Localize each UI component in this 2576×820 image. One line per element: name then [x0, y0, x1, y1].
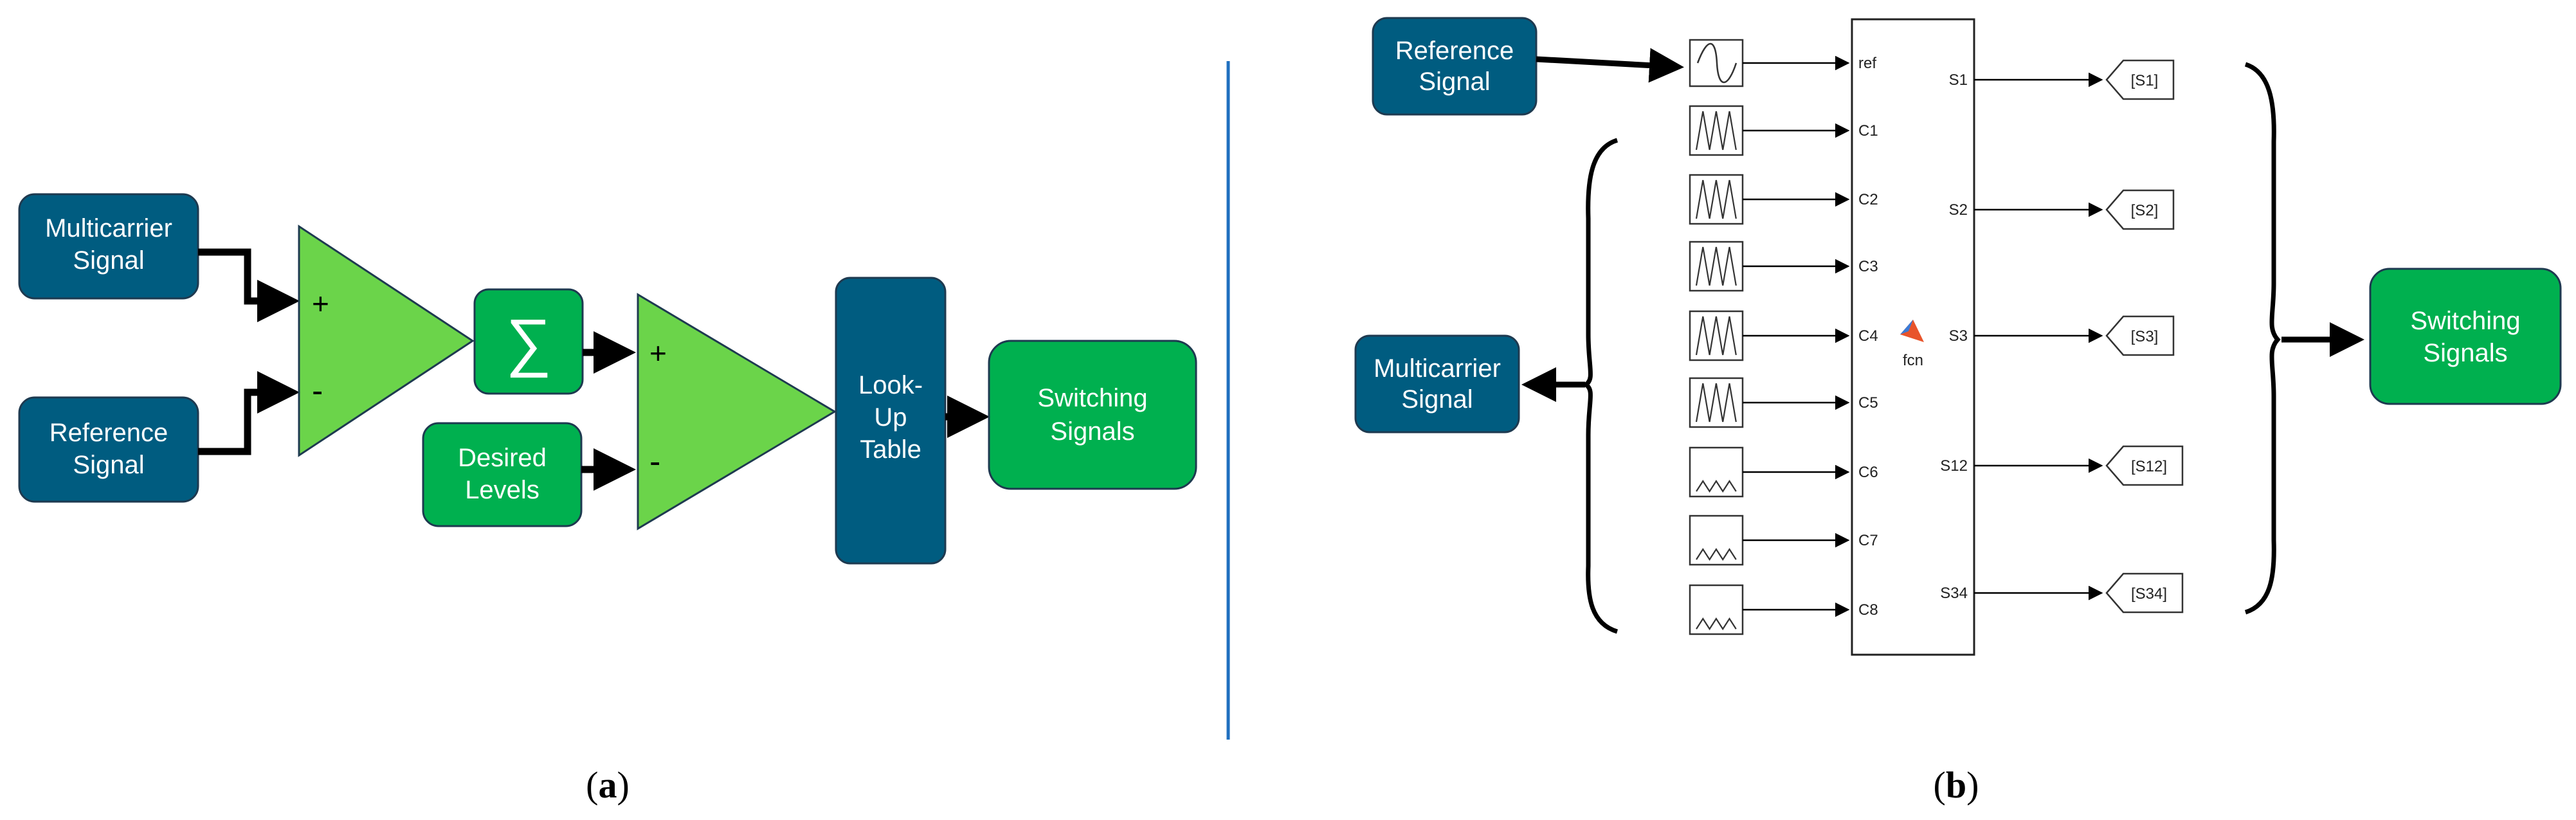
- summation-block: ∑: [473, 288, 584, 395]
- amplifier-2: + -: [637, 293, 837, 531]
- caption-a: (a): [586, 764, 630, 806]
- lut-label-line1: Look-: [858, 371, 923, 399]
- desired-label-line1: Desired: [458, 444, 547, 472]
- input-connectors: [1743, 55, 1850, 617]
- carrier-block: [1689, 310, 1744, 361]
- multicarrier-label-b-line1: Multicarrier: [1374, 354, 1501, 383]
- multicarrier-signal-block-b: Multicarrier Signal: [1354, 334, 1520, 433]
- goto-tag-label: [S2]: [2131, 202, 2159, 219]
- goto-tag-block: [S12]: [2105, 445, 2184, 486]
- reference-label-b-line2: Signal: [1419, 68, 1490, 96]
- amp2-plus-sign: +: [649, 336, 667, 370]
- goto-tag-label: [S1]: [2131, 72, 2159, 89]
- goto-tag-label: [S3]: [2131, 328, 2159, 345]
- multicarrier-label-a-line2: Signal: [73, 246, 144, 275]
- reference-label-a-line1: Reference: [50, 419, 168, 447]
- carrier-block: [1689, 174, 1744, 225]
- switching-label-b-line2: Signals: [2423, 339, 2507, 367]
- goto-tag-block: [S2]: [2105, 189, 2175, 230]
- output-port-label: S3: [1949, 327, 1968, 345]
- goto-tag-label: [S34]: [2131, 585, 2167, 603]
- goto-tag-block: [S1]: [2105, 59, 2175, 100]
- right-curly-brace: [2244, 62, 2281, 615]
- switching-signals-block-b: Switching Signals: [2369, 268, 2562, 405]
- input-port-label: C1: [1858, 122, 1878, 140]
- lut-label-line3: Table: [860, 435, 921, 464]
- output-ports: S1 [S1] S2 [S2] S3 [S3] S12 [S12] S34 [S34]: [1940, 59, 2184, 614]
- sine-source-block: [1689, 39, 1744, 87]
- reference-signal-block-a: Reference Signal: [18, 396, 199, 503]
- carrier-block: [1689, 584, 1744, 635]
- reference-label-b-line1: Reference: [1395, 37, 1514, 65]
- switching-label-b-line1: Switching: [2410, 307, 2520, 335]
- panel-a: Multicarrier Signal Reference Signal + -…: [18, 193, 1197, 806]
- connector-reference-to-sine: [1536, 48, 1684, 83]
- carrier-block: [1689, 446, 1744, 498]
- amplifier-1: + -: [298, 224, 475, 457]
- amp1-plus-sign: +: [312, 287, 329, 320]
- carrier-block: [1689, 105, 1744, 156]
- sum-symbol: ∑: [505, 306, 551, 378]
- input-port-label: C4: [1858, 327, 1878, 345]
- lookup-table-block: Look- Up Table: [835, 277, 947, 565]
- connector-reference-to-amp1: [198, 371, 300, 455]
- connector-multicarrier-to-amp1: [198, 248, 300, 322]
- goto-tag-block: [S3]: [2105, 315, 2175, 356]
- carrier-block: [1689, 377, 1744, 428]
- switching-label-a-line2: Signals: [1050, 417, 1134, 446]
- input-port-label: C3: [1858, 258, 1878, 275]
- amp1-minus-sign: -: [312, 372, 323, 410]
- matlab-function-block: fcn: [1851, 18, 1975, 656]
- desired-levels-block: Desired Levels: [422, 422, 583, 527]
- left-curly-brace: [1581, 138, 1619, 634]
- carrier-block: [1689, 515, 1744, 566]
- input-port-label: C7: [1858, 532, 1878, 549]
- output-port-label: S2: [1949, 201, 1968, 219]
- amp2-minus-sign: -: [649, 443, 660, 480]
- output-port-label: S12: [1940, 457, 1968, 475]
- switching-signals-block-a: Switching Signals: [988, 340, 1197, 490]
- input-port-label: C2: [1858, 191, 1878, 208]
- caption-b: (b): [1934, 764, 1979, 806]
- multicarrier-signal-block-a: Multicarrier Signal: [18, 193, 199, 300]
- goto-tag-label: [S12]: [2131, 458, 2167, 475]
- output-port-label: S34: [1940, 585, 1968, 602]
- input-port-label: C5: [1858, 394, 1878, 412]
- multicarrier-label-a-line1: Multicarrier: [45, 214, 172, 242]
- lut-label-line2: Up: [874, 403, 907, 432]
- panel-b: Reference Signal Multicarrier Signal: [1354, 17, 2562, 806]
- desired-label-line2: Levels: [465, 476, 540, 504]
- carrier-source-blocks: [1689, 105, 1744, 635]
- carrier-block: [1689, 241, 1744, 292]
- fcn-label: fcn: [1903, 352, 1923, 369]
- output-port-label: S1: [1949, 71, 1968, 89]
- input-port-label: C8: [1858, 601, 1878, 619]
- goto-tag-block: [S34]: [2105, 572, 2184, 614]
- multicarrier-label-b-line2: Signal: [1401, 385, 1473, 414]
- switching-label-a-line1: Switching: [1037, 384, 1147, 412]
- reference-signal-block-b: Reference Signal: [1372, 17, 1537, 116]
- input-port-label: C6: [1858, 464, 1878, 481]
- matlab-logo-icon: [1900, 320, 1924, 342]
- input-port-label: ref: [1858, 55, 1876, 72]
- reference-label-a-line2: Signal: [73, 451, 144, 479]
